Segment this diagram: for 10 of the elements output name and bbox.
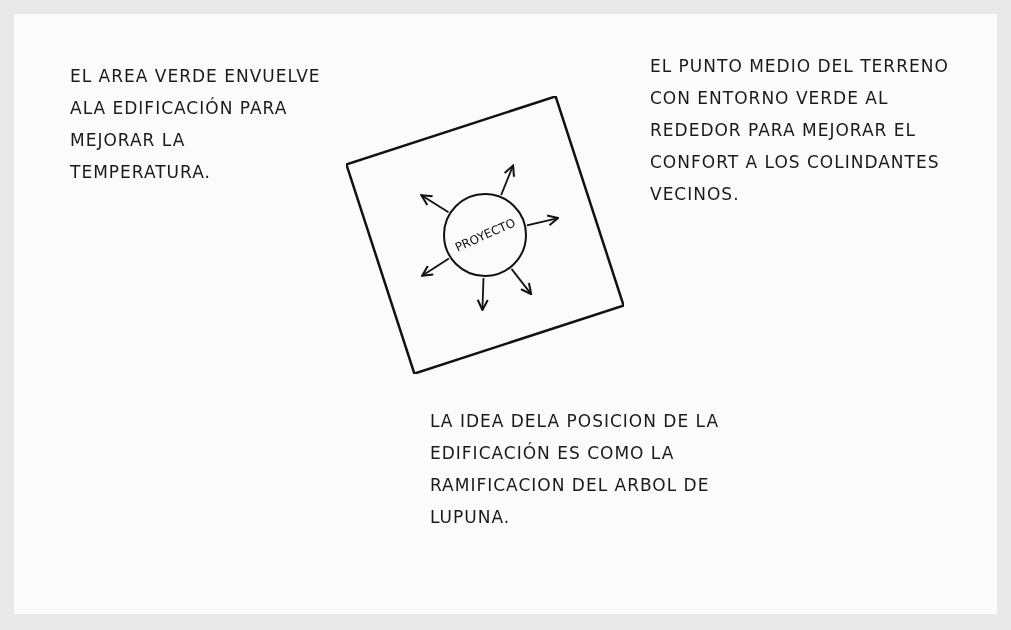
arrow <box>420 194 450 214</box>
arrow <box>500 164 515 196</box>
arrow <box>421 257 450 277</box>
handwritten-note: EL PUNTO MEDIO DEL TERRENO CON ENTORNO VERDE AL REDEDOR PARA MEJORAR EL CONFORT A LOS COLINDANTES VECINOS. <box>650 55 950 206</box>
arrow <box>476 277 489 311</box>
arrow <box>526 214 560 227</box>
arrow <box>510 268 533 296</box>
handwritten-note: LA IDEA DELA POSICION DE LA EDIFICACIÓN ES COMO LA RAMIFICACION DEL ARBOL DE LUPUNA. <box>430 410 721 529</box>
handwritten-note: EL AREA VERDE ENVUELVE ALA EDIFICACIÓN PARA MEJORAR LA TEMPERATURA. <box>70 65 322 184</box>
project-circle <box>443 193 527 277</box>
